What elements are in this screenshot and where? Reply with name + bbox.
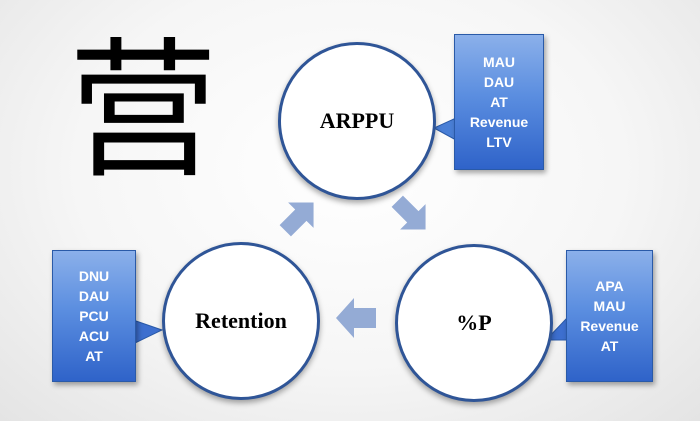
arrow-arppu-to-p (391, 195, 426, 230)
node-label-percent-p: %P (456, 310, 492, 335)
callout-item: DAU (483, 74, 515, 90)
callout-item: Revenue (580, 318, 639, 334)
callout-item: AT (490, 94, 508, 110)
cycle-node-retention: Retention (162, 242, 320, 400)
node-label-retention: Retention (195, 308, 287, 333)
callout-item: AT (600, 338, 619, 354)
arrow-p-to-retention (336, 298, 376, 338)
node-label-arppu: ARPPU (319, 108, 395, 133)
callout-item: Revenue (469, 114, 529, 130)
callout-item: DAU (78, 288, 110, 304)
callout-item: AT (85, 348, 103, 364)
callout-item: DNU (78, 268, 110, 284)
callout-item: APA (595, 278, 624, 294)
callout-retention-metrics: DNU DAU PCU ACU AT (52, 250, 136, 382)
callout-pointer-arppu (432, 117, 457, 141)
kanji-title: 营 (67, 25, 218, 199)
arrow-retention-to-arppu (279, 202, 314, 237)
callout-item: PCU (79, 308, 109, 324)
callout-item: ACU (78, 328, 110, 344)
callout-item: MAU (593, 298, 626, 314)
callout-arppu-metrics: MAU DAU AT Revenue LTV (454, 34, 544, 170)
callout-p-metrics: APA MAU Revenue AT (566, 250, 653, 382)
cycle-node-percent-p: %P (395, 244, 553, 402)
callout-item: MAU (483, 54, 515, 70)
callout-item: LTV (486, 134, 512, 150)
callout-pointer-retention (132, 319, 164, 345)
cycle-node-arppu: ARPPU (278, 42, 436, 200)
